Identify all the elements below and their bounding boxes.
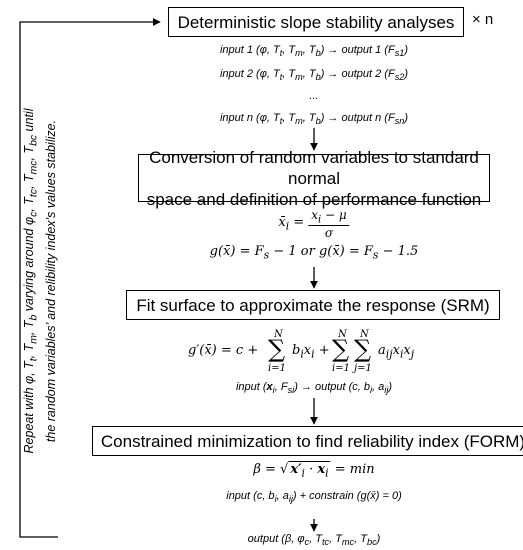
minimization-label: Constrained minimization to find reliabi… — [100, 431, 523, 451]
fit-surface-box: Fit surface to approximate the response … — [126, 290, 500, 320]
reliability-index-equation: β = √x′i · xi = min — [253, 461, 375, 480]
form-input-line: input (c, bi, aij) + constrain (g(x̄) = … — [226, 490, 402, 505]
performance-function-equation: g(x̄) = Fs − 1 or g(x̄) = Fs − 1.5 — [209, 244, 419, 262]
loop-back-arrow — [19, 18, 161, 538]
input-output-line-n: input n (φ, Tt, Tm, Tb) → output n (Fsn) — [219, 112, 409, 127]
form-output-line: output (β, φc, Ttc, Tmc, Tbc) — [247, 533, 381, 548]
input-output-line-1: input 1 (φ, Tt, Tm, Tb) → output 1 (Fs1) — [219, 44, 409, 59]
fit-surface-label: Fit surface to approximate the response … — [136, 295, 490, 315]
conversion-label-line2: space and definition of performance func… — [146, 189, 482, 209]
input-output-line-2: input 2 (φ, Tt, Tm, Tb) → output 2 (Fs2) — [219, 68, 409, 83]
srm-input-output: input (xi, Fsi) → output (c, bi, aij) — [235, 381, 393, 396]
conversion-box: Conversion of random variables to standa… — [138, 148, 490, 209]
loop-label-line2: the random variables’ and relibility ind… — [43, 119, 58, 443]
input-output-ellipsis: ... — [309, 90, 319, 102]
deterministic-analysis-box: Deterministic slope stability analyses — [168, 7, 464, 37]
minimization-box: Constrained minimization to find reliabi… — [92, 426, 523, 456]
loop-label-line1: Repeat with φ, Tt, Tm, Tb varying around… — [21, 108, 40, 454]
loop-label: Repeat with φ, Tt, Tm, Tb varying around… — [21, 109, 60, 454]
standardization-equation: x̄i = xi − μ σ — [278, 208, 350, 240]
deterministic-analysis-label: Deterministic slope stability analyses — [177, 12, 455, 32]
repeat-count-label: × n — [472, 11, 494, 28]
conversion-label-line1: Conversion of random variables to standa… — [149, 147, 479, 188]
